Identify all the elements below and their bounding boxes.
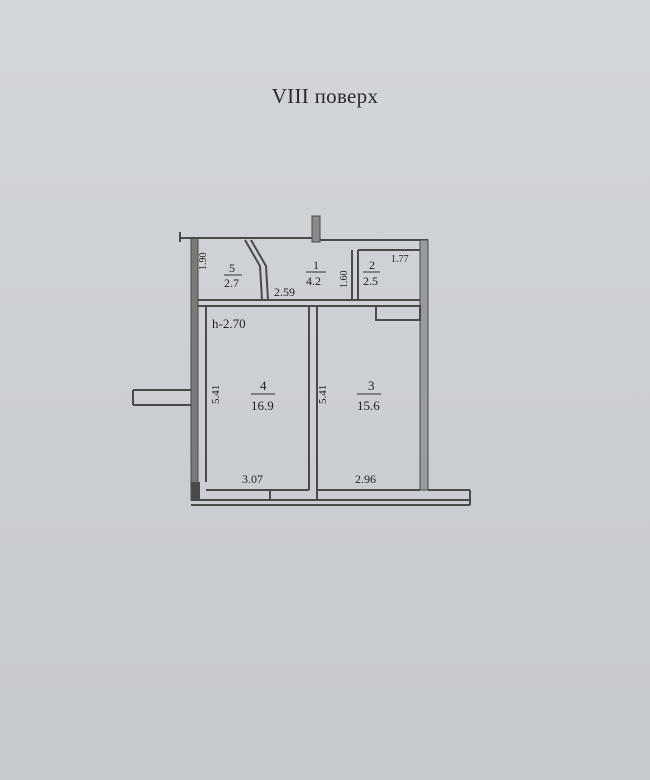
dim-room4-length: 5.41: [210, 385, 222, 404]
room-labels: 5 2.7 1 4.2 2 2.5 4 16.9 3 15.6: [224, 258, 381, 413]
dimension-labels: h-2.70 1.90 2.59 1.60 1.77 5.41 3.07 5.4…: [198, 253, 409, 487]
dim-room3-width: 2.96: [355, 472, 376, 486]
interior-walls: [198, 239, 421, 500]
room-4-area: 16.9: [251, 398, 274, 413]
dim-room3-length: 5.41: [317, 385, 329, 404]
ceiling-height-label: h-2.70: [212, 316, 246, 331]
dim-room5-height: 1.90: [198, 253, 209, 271]
outer-walls: [132, 215, 471, 506]
room-2-area: 2.5: [363, 274, 378, 288]
room-4-number: 4: [260, 378, 267, 393]
dim-hall-width: 2.59: [274, 285, 295, 299]
room-5-area: 2.7: [224, 276, 239, 290]
room-1-number: 1: [313, 258, 319, 272]
room-2-number: 2: [369, 258, 375, 272]
room-3-area: 15.6: [357, 398, 380, 413]
room-3-number: 3: [368, 378, 375, 393]
room-1-area: 4.2: [306, 274, 321, 288]
dim-hall-height: 1.60: [339, 271, 350, 289]
room-5-number: 5: [229, 261, 235, 275]
floor-title: VIII поверх: [271, 84, 379, 108]
dim-room2-width: 1.77: [391, 254, 409, 265]
dim-room4-width: 3.07: [242, 472, 263, 486]
